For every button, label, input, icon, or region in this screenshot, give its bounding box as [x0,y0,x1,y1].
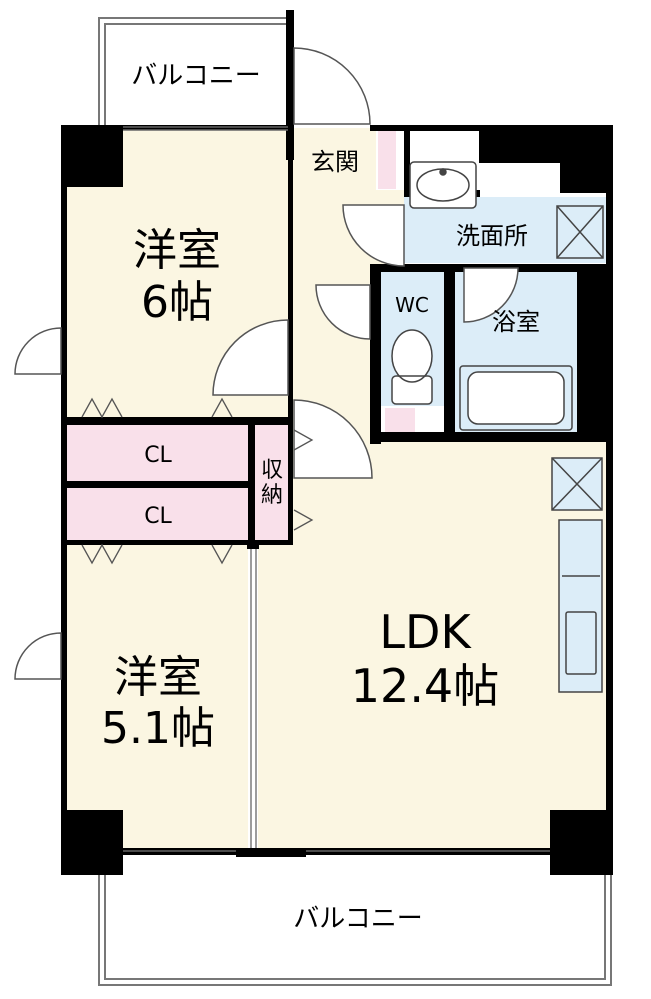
windows [123,126,550,852]
door-side-bottom [14,632,62,680]
door-wc [315,284,371,340]
door-entrance [293,47,371,125]
label-yoshitsu-2-name: 洋室 [114,652,202,703]
balcony-top [98,17,288,125]
floor-closet-upper [66,425,248,481]
floor-closet-lower [66,488,248,540]
label-yoshitsu-1-name: 洋室 [133,225,221,276]
floor-genkan [292,128,376,190]
label-wc: WC [395,293,429,317]
washbasin [409,161,477,209]
label-balcony-top: バルコニー [131,61,260,91]
door-side-top [14,327,62,375]
label-balcony-bottom: バルコニー [293,904,422,934]
floor-shoe-box [378,131,396,189]
label-shuno-1: 収 [261,458,283,483]
sliding-partition [250,549,257,848]
door-bath [463,267,519,323]
label-cl-lower: CL [144,504,172,529]
label-yoshitsu-2-size: 5.1帖 [101,703,215,754]
label-shuno-2: 納 [261,483,283,508]
label-yokushitsu: 浴室 [492,308,540,336]
floor-yoshitsu-2 [66,543,248,848]
door-yoshitsu-1 [212,319,289,396]
label-ldk-name: LDK [379,605,472,659]
label-senmenjo: 洗面所 [456,222,528,250]
closet-door-marks [81,397,314,565]
label-yoshitsu-1-size: 6帖 [141,277,213,328]
label-ldk-size: 12.4帖 [351,659,499,713]
floors [66,128,608,848]
doors [14,47,519,680]
floor-wc-tank [385,408,415,434]
floor-shuno [255,425,292,540]
door-senmenjo [342,204,405,267]
toilet-bowl [391,329,433,383]
floor-ldk [258,440,606,848]
label-cl-upper: CL [144,443,172,468]
fixtures [391,161,604,693]
door-ldk [293,399,373,479]
label-genkan: 玄関 [311,148,359,176]
balcony-bottom [98,852,612,986]
